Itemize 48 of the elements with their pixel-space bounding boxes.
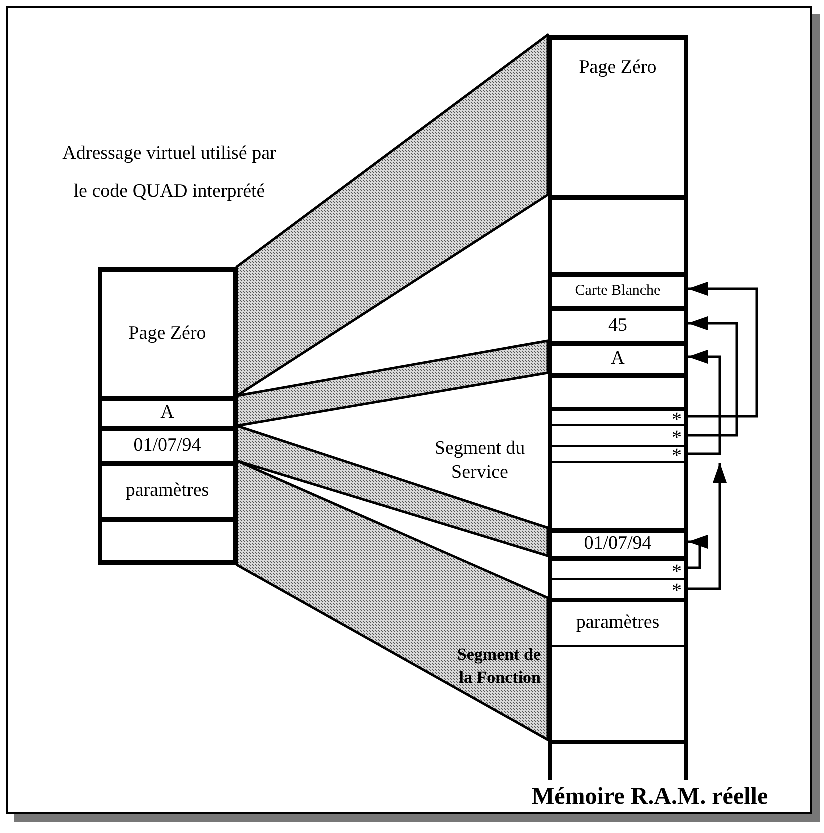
memory-cell [98, 517, 237, 565]
memory-cell [548, 528, 688, 556]
cell-label: * [672, 580, 682, 598]
cell-label: Page Zéro [128, 324, 206, 344]
pointer-arrow [688, 535, 708, 570]
cell-label: A [611, 349, 625, 370]
cell-label: * [672, 445, 682, 463]
memory-cell [548, 306, 688, 341]
cell-label: * [672, 408, 682, 426]
memory-cell [98, 461, 237, 517]
cell-label: paramètres [576, 613, 660, 634]
memory-cell [548, 424, 688, 445]
memory-cell [548, 35, 688, 195]
pointer-arrow [688, 463, 727, 590]
mapping-band [236, 460, 550, 742]
memory-cell [548, 445, 688, 461]
annotation-text: Mémoire R.A.M. réelle [532, 783, 770, 811]
cell-label: A [160, 403, 174, 424]
pointer-arrow [688, 316, 738, 437]
annotation-text: Adressage virtuel utilisé par le code QUAD interprété [62, 142, 277, 204]
cell-label: 01/07/94 [134, 436, 202, 456]
memory-cell [548, 578, 688, 598]
memory-cell [548, 407, 688, 424]
memory-cell [548, 272, 688, 306]
cell-label: Carte Blanche [575, 283, 661, 300]
memory-cell [548, 598, 688, 645]
memory-cell [548, 740, 688, 780]
cell-label: paramètres [126, 481, 210, 502]
memory-cell [548, 195, 688, 272]
memory-cell [98, 426, 237, 461]
pointer-arrow [688, 350, 722, 456]
mapping-band [236, 424, 550, 558]
memory-cell [548, 556, 688, 578]
mapping-band [236, 340, 550, 428]
cell-label: * [672, 560, 682, 578]
memory-cell [548, 373, 688, 407]
memory-cell [98, 396, 237, 426]
memory-cell [548, 341, 688, 373]
cell-label: * [672, 426, 682, 444]
annotation-text: Segment du Service [434, 437, 526, 485]
memory-cell [548, 461, 688, 528]
cell-label: 01/07/94 [584, 534, 652, 555]
memory-cell [98, 267, 237, 396]
mapping-band [236, 34, 550, 398]
memory-cell [548, 645, 688, 740]
cell-label: 45 [608, 316, 628, 336]
pointer-arrow [688, 282, 758, 418]
cell-label: Page Zéro [579, 58, 657, 79]
